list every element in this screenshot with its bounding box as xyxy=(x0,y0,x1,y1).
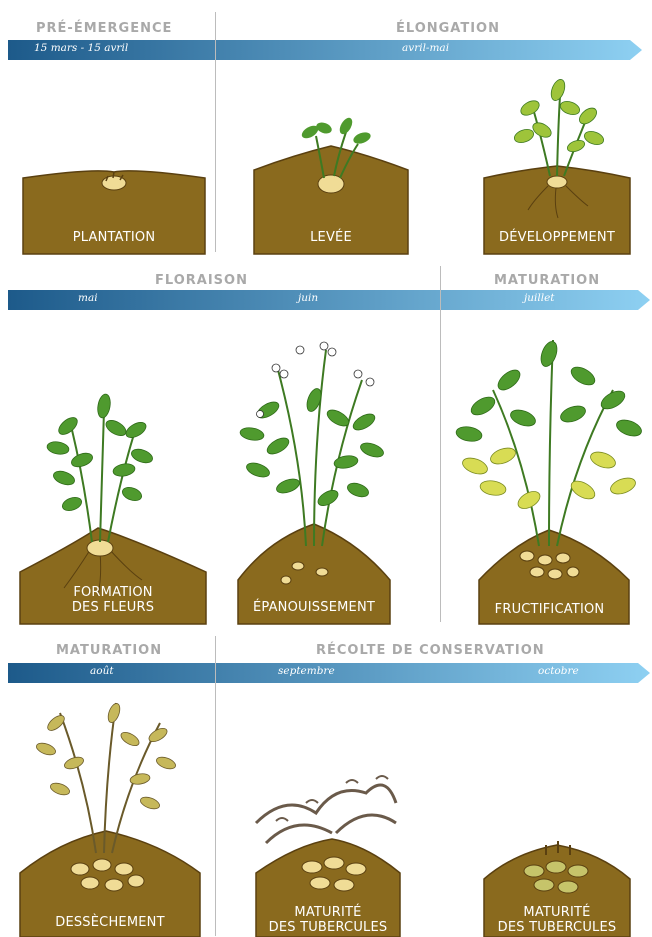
phase-label-recolte-de-conservation: RÉCOLTE DE CONSERVATION xyxy=(316,643,545,658)
maturite-illustration xyxy=(246,683,410,937)
stage-dessechement: DESSÈCHEMENT xyxy=(20,683,200,937)
stage-label: FORMATION DES FLEURS xyxy=(20,585,206,615)
stage-label: MATURITÉ DES TUBERCULES xyxy=(246,905,410,935)
phase-divider xyxy=(440,266,441,622)
period-label: juin xyxy=(298,292,318,304)
stage-maturite-tubercules-2: MATURITÉ DES TUBERCULES xyxy=(484,683,630,937)
phase-label-pre-emergence: PRÉ-ÉMERGENCE xyxy=(36,21,172,36)
maturite-recolte-illustration xyxy=(484,683,630,937)
stage-developpement: DÉVELOPPEMENT xyxy=(484,60,630,254)
period-label: septembre xyxy=(278,665,335,677)
timeline-bar-row2: mai juin juillet xyxy=(8,290,650,310)
period-label: mai xyxy=(78,292,98,304)
period-label: juillet xyxy=(524,292,555,304)
phase-divider xyxy=(215,12,216,252)
stage-label: LEVÉE xyxy=(254,230,408,245)
stage-plantation: PLANTATION xyxy=(23,60,205,254)
stage-label: ÉPANOUISSEMENT xyxy=(238,600,390,615)
dessechement-illustration xyxy=(20,683,200,937)
stage-epanouissement: ÉPANOUISSEMENT xyxy=(238,310,390,624)
fructification-illustration xyxy=(453,310,646,624)
period-label: avril-mai xyxy=(402,42,449,54)
stage-levee: LEVÉE xyxy=(254,60,408,254)
phase-label-elongation: ÉLONGATION xyxy=(396,21,500,36)
phase-label-maturation: MATURATION xyxy=(56,643,162,658)
stage-fructification: FRUCTIFICATION xyxy=(453,310,646,624)
period-label: août xyxy=(90,665,114,677)
period-label: octobre xyxy=(538,665,579,677)
phase-label-maturation: MATURATION xyxy=(494,273,600,288)
stage-label: FRUCTIFICATION xyxy=(453,602,646,617)
stage-label: DÉVELOPPEMENT xyxy=(484,230,630,245)
stage-maturite-tubercules-1: MATURITÉ DES TUBERCULES xyxy=(246,683,410,937)
epanouissement-illustration xyxy=(238,310,390,624)
phase-label-floraison: FLORAISON xyxy=(155,273,248,288)
timeline-bar-row3: août septembre octobre xyxy=(8,663,650,683)
levee-illustration xyxy=(254,60,408,254)
stage-formation-des-fleurs: FORMATION DES FLEURS xyxy=(20,310,206,624)
timeline-bar-row1: 15 mars - 15 avril avril-mai xyxy=(8,40,642,60)
stage-label: DESSÈCHEMENT xyxy=(20,915,200,930)
stage-label: PLANTATION xyxy=(23,230,205,245)
period-label: 15 mars - 15 avril xyxy=(34,42,128,54)
plantation-illustration xyxy=(23,60,205,254)
phase-divider xyxy=(215,636,216,936)
stage-label: MATURITÉ DES TUBERCULES xyxy=(484,905,630,935)
developpement-illustration xyxy=(484,60,630,254)
formation-illustration xyxy=(20,310,206,624)
